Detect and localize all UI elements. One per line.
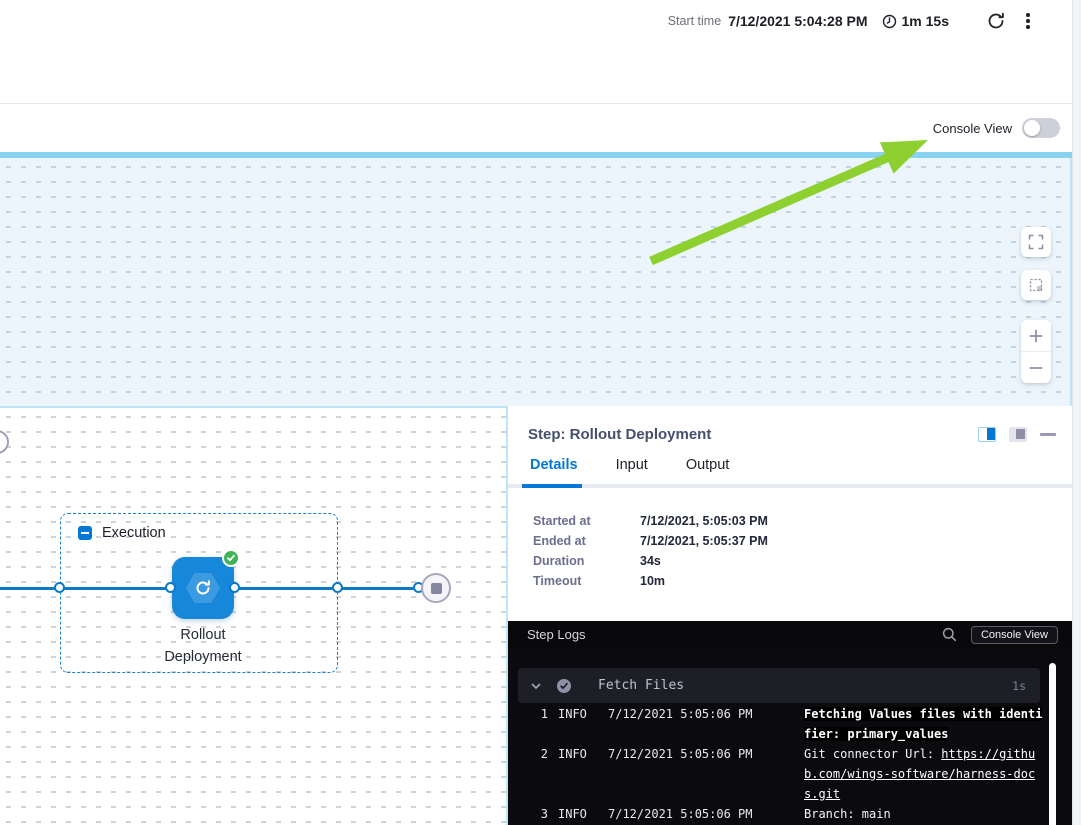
connector-port [229,582,240,593]
zoom-out-icon [1028,360,1044,376]
search-icon [942,627,957,642]
clock-icon [882,14,897,29]
execution-meta-bar: Start time 7/12/2021 5:04:28 PM 1m 15s [668,9,1035,33]
step-logs-panel: Step Logs Console View Fetch Files 1s [508,621,1072,825]
elapsed-time-value: 1m 15s [901,13,949,29]
node-label: Rollout Deployment [164,627,242,665]
step-logs-title: Step Logs [527,627,586,642]
chevron-down-icon [530,680,542,692]
console-view-row: Console View [0,104,1072,152]
split-view-bottom-icon[interactable] [1009,427,1027,442]
hexagon-shape [186,573,220,603]
rollout-deployment-node[interactable] [172,557,234,619]
git-repo-link[interactable]: https://github.com/wings-software/harnes… [804,747,1036,801]
start-time-value: 7/12/2021 5:04:28 PM [728,13,868,29]
zoom-controls [1021,320,1051,383]
log-lines: 1 INFO 7/12/2021 5:05:06 PM Fetching Val… [518,704,1044,824]
refresh-button[interactable] [985,10,1007,32]
logs-console-view-button[interactable]: Console View [970,625,1058,644]
fullscreen-button[interactable] [1021,227,1051,257]
highlighted-log-message: Fetching Values files with identifier: p… [804,707,1043,741]
refresh-icon [986,11,1006,31]
step-panel-title: Step: Rollout Deployment [528,426,712,443]
connector-port [332,582,343,593]
check-circle-icon [556,678,572,694]
pipeline-canvas-lower[interactable] [0,406,508,825]
detail-row-ended-at: Ended at 7/12/2021, 5:05:37 PM [533,534,768,548]
stage-highlight-bar [0,152,1072,158]
console-view-label: Console View [932,120,1012,136]
log-section-fetch-files[interactable]: Fetch Files 1s [518,668,1040,703]
execution-group-header: Execution [78,525,166,541]
kebab-menu-icon [1026,13,1030,17]
zoom-out-button[interactable] [1021,351,1051,383]
step-logs-header: Step Logs Console View [508,621,1072,648]
tab-input[interactable]: Input [614,457,650,484]
tab-output[interactable]: Output [684,457,732,484]
log-entry: 2 INFO 7/12/2021 5:05:06 PM Git connecto… [540,747,1036,801]
execution-group-box [60,513,338,673]
detail-row-timeout: Timeout 10m [533,574,666,588]
fit-to-screen-button[interactable] [1021,270,1051,300]
collapse-group-icon[interactable] [78,526,92,540]
elapsed-time: 1m 15s [882,13,949,29]
detail-row-started-at: Started at 7/12/2021, 5:05:03 PM [533,514,768,528]
console-view-toggle[interactable] [1022,118,1060,138]
minimize-panel-button[interactable] [1040,433,1056,436]
log-entry: 1 INFO 7/12/2021 5:05:06 PM Fetching Val… [540,707,1043,741]
more-options-button[interactable] [1021,10,1035,32]
toggle-knob [1024,120,1040,136]
fit-to-screen-icon [1028,277,1044,293]
logs-scrollbar[interactable] [1049,663,1056,825]
start-time-label: Start time [667,14,722,28]
zoom-in-icon [1028,328,1044,344]
pipeline-end-node[interactable] [421,573,451,603]
right-strip [1072,0,1081,825]
tab-details[interactable]: Details [522,457,582,488]
step-details-list: Started at 7/12/2021, 5:05:03 PM Ended a… [533,511,1072,591]
log-section-name: Fetch Files [598,678,685,693]
connector-port [165,582,176,593]
split-view-right-icon[interactable] [978,427,996,442]
rollout-icon [193,578,213,598]
pipeline-canvas-upper[interactable] [0,158,1072,406]
detail-row-duration: Duration 34s [533,554,661,568]
fullscreen-icon [1028,234,1044,250]
log-entry: 3 INFO 7/12/2021 5:05:06 PM Branch: main [540,807,891,821]
execution-group-label: Execution [102,525,166,541]
log-section-duration: 1s [1012,678,1026,693]
top-header: Start time 7/12/2021 5:04:28 PM 1m 15s [0,0,1072,104]
connector-port [54,582,65,593]
success-badge-icon [222,549,240,567]
zoom-in-button[interactable] [1021,320,1051,351]
log-search-button[interactable] [942,627,957,642]
stop-icon [430,582,442,594]
step-panel-tabs: Details Input Output [508,443,1072,488]
